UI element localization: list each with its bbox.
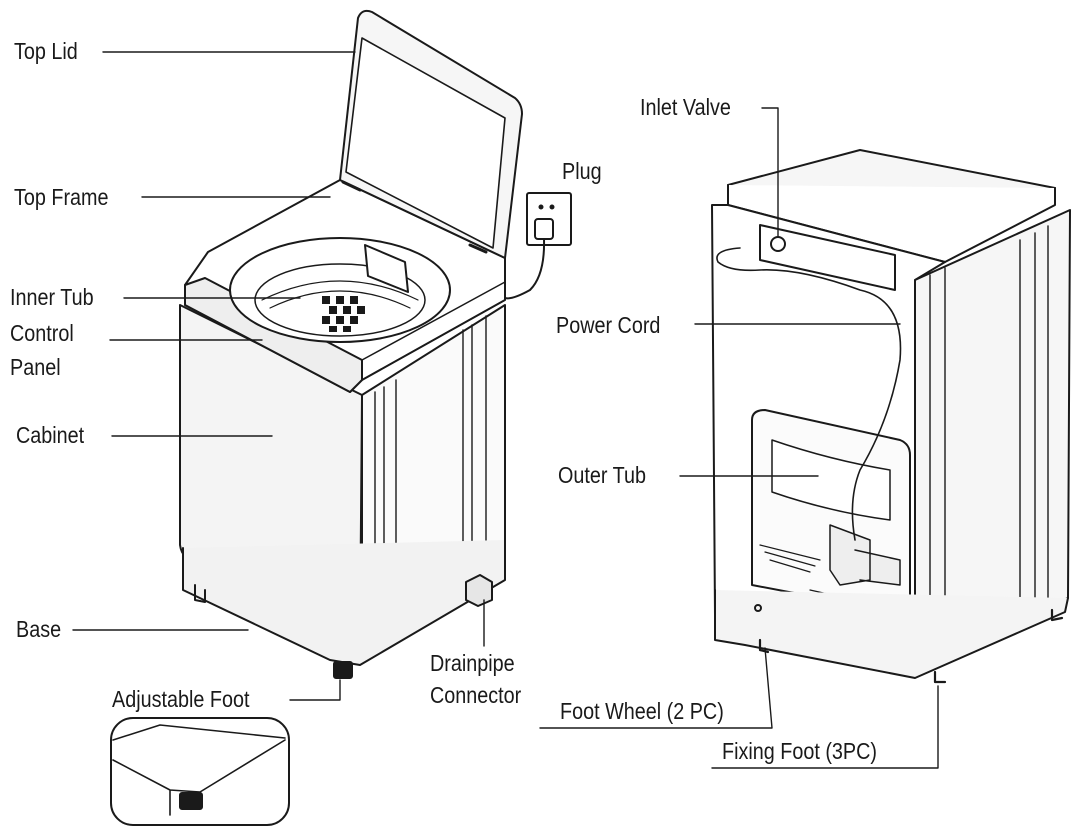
cabinet-ribs <box>374 315 487 616</box>
inset-frame <box>110 717 290 826</box>
leader-inlet-valve <box>761 107 779 237</box>
inlet-valve-knob <box>770 236 786 252</box>
label-control-panel-line1: Control <box>10 320 74 346</box>
drainpipe-connector-shape <box>465 574 493 607</box>
tub-rim-rings <box>261 280 419 309</box>
plug-cable <box>504 238 546 300</box>
inset-detail <box>110 717 290 826</box>
label-adjustable-foot: Adjustable Foot <box>112 686 250 712</box>
lid-hinges <box>341 180 488 254</box>
leader-fixing-foot <box>711 685 939 769</box>
rear-base <box>714 589 1069 679</box>
leader-lines <box>72 51 939 769</box>
label-drainpipe-line2: Connector <box>430 682 522 708</box>
label-top-frame: Top Frame <box>14 184 109 210</box>
label-drainpipe-connector: Drainpipe Connector <box>430 650 521 708</box>
leader-foot-wheel <box>539 647 773 729</box>
socket-hole-2 <box>549 204 555 210</box>
label-fixing-foot: Fixing Foot (3PC) <box>722 738 877 764</box>
label-inner-tub: Inner Tub <box>10 284 94 310</box>
front-base <box>182 539 506 666</box>
label-foot-wheel: Foot Wheel (2 PC) <box>560 698 724 724</box>
plug-body <box>534 218 554 240</box>
rear-side-ribs <box>929 225 1049 653</box>
top-lid-glass <box>345 37 506 249</box>
lint-filter <box>364 244 409 293</box>
rear-side-panel <box>914 209 1071 661</box>
label-control-panel-line2: Panel <box>10 354 61 380</box>
inset-foot <box>179 792 203 810</box>
adjustable-foot <box>333 661 353 679</box>
rear-machine <box>711 149 1071 684</box>
tub-drive-parts <box>829 524 901 586</box>
label-drainpipe-line1: Drainpipe <box>430 650 515 676</box>
label-power-cord: Power Cord <box>556 312 661 338</box>
inner-tub-pattern <box>322 296 365 332</box>
label-top-lid: Top Lid <box>14 38 78 64</box>
label-plug: Plug <box>562 158 602 184</box>
inlet-valve-box <box>759 224 896 291</box>
base-foot-left <box>194 584 206 603</box>
front-machine <box>179 9 572 679</box>
base-grille <box>759 544 901 615</box>
label-cabinet: Cabinet <box>16 422 85 448</box>
label-base: Base <box>16 616 62 642</box>
label-inlet-valve: Inlet Valve <box>640 94 731 120</box>
tub-opening <box>229 237 451 343</box>
rear-small-hole <box>754 604 762 612</box>
label-outer-tub: Outer Tub <box>558 462 646 488</box>
tub-rim-inner <box>254 263 426 337</box>
top-frame-edge <box>361 281 506 381</box>
leader-adjustable-foot <box>289 679 341 701</box>
socket-hole <box>538 204 544 210</box>
label-control-panel: Control Panel <box>10 320 74 380</box>
power-cord-line <box>716 247 902 541</box>
outer-tub-shape <box>771 439 891 521</box>
inset-base-shape <box>112 724 286 816</box>
